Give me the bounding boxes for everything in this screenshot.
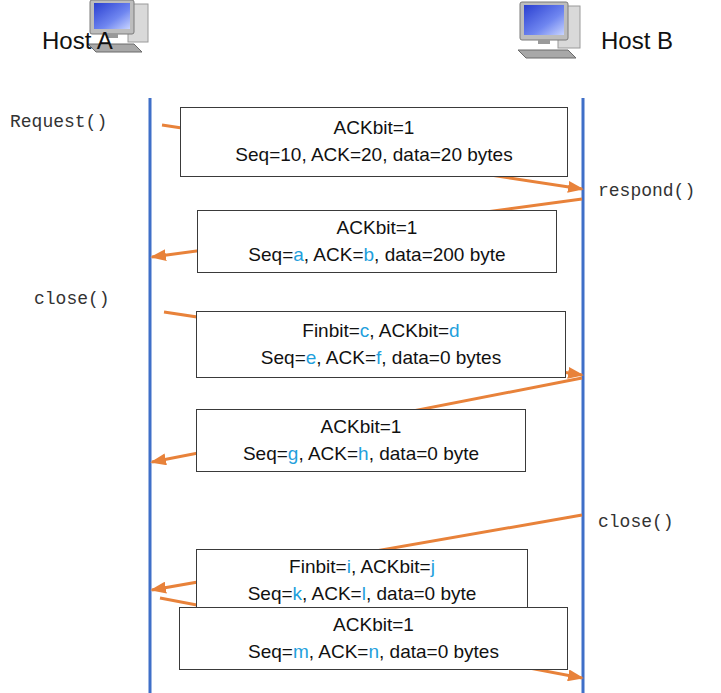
variable-letter: g xyxy=(288,443,299,464)
host-timeline xyxy=(582,98,585,693)
message-box: ACKbit=1Seq=10, ACK=20, data=20 bytes xyxy=(180,107,568,177)
variable-letter: i xyxy=(347,556,351,577)
variable-letter: d xyxy=(449,320,460,341)
variable-letter: j xyxy=(431,556,435,577)
message-arrow xyxy=(160,598,582,678)
message-box: ACKbit=1Seq=a, ACK=b, data=200 byte xyxy=(197,210,557,273)
variable-letter: a xyxy=(293,244,304,265)
host-name: Host A xyxy=(42,27,113,55)
variable-letter: l xyxy=(362,583,366,604)
host-name: Host B xyxy=(601,27,673,55)
variable-letter: b xyxy=(364,244,375,265)
segment-field: Seq=g, ACK=h, data=0 byte xyxy=(243,441,479,468)
segment-field: Finbit=i, ACKbit=j xyxy=(289,554,435,581)
segment-field: Seq=a, ACK=b, data=200 byte xyxy=(248,242,505,269)
function-call: respond() xyxy=(598,181,695,201)
message-box: ACKbit=1Seq=g, ACK=h, data=0 byte xyxy=(196,409,526,472)
variable-letter: e xyxy=(306,347,317,368)
computer-icon xyxy=(518,2,580,58)
variable-letter: h xyxy=(358,443,369,464)
message-box: Finbit=c, ACKbit=dSeq=e, ACK=f, data=0 b… xyxy=(196,311,566,378)
message-box: Finbit=i, ACKbit=jSeq=k, ACK=l, data=0 b… xyxy=(196,549,528,612)
message-arrows xyxy=(152,125,582,678)
variable-letter: n xyxy=(368,641,379,662)
segment-field: Seq=10, ACK=20, data=20 bytes xyxy=(235,142,512,169)
segment-field: ACKbit=1 xyxy=(321,414,402,441)
variable-letter: c xyxy=(360,320,370,341)
function-call: Request() xyxy=(10,112,107,132)
variable-letter: k xyxy=(293,583,303,604)
function-call: close() xyxy=(34,289,110,309)
variable-letter: m xyxy=(293,641,309,662)
segment-field: ACKbit=1 xyxy=(333,612,414,639)
function-call: close() xyxy=(598,512,674,532)
variable-letter: f xyxy=(376,347,381,368)
segment-field: ACKbit=1 xyxy=(337,215,418,242)
segment-field: Finbit=c, ACKbit=d xyxy=(302,318,459,345)
message-box: ACKbit=1Seq=m, ACK=n, data=0 bytes xyxy=(179,607,568,670)
segment-field: ACKbit=1 xyxy=(334,115,415,142)
segment-field: Seq=k, ACK=l, data=0 byte xyxy=(248,581,477,608)
host-timeline xyxy=(149,98,152,693)
segment-field: Seq=e, ACK=f, data=0 bytes xyxy=(261,345,501,372)
segment-field: Seq=m, ACK=n, data=0 bytes xyxy=(248,639,499,666)
